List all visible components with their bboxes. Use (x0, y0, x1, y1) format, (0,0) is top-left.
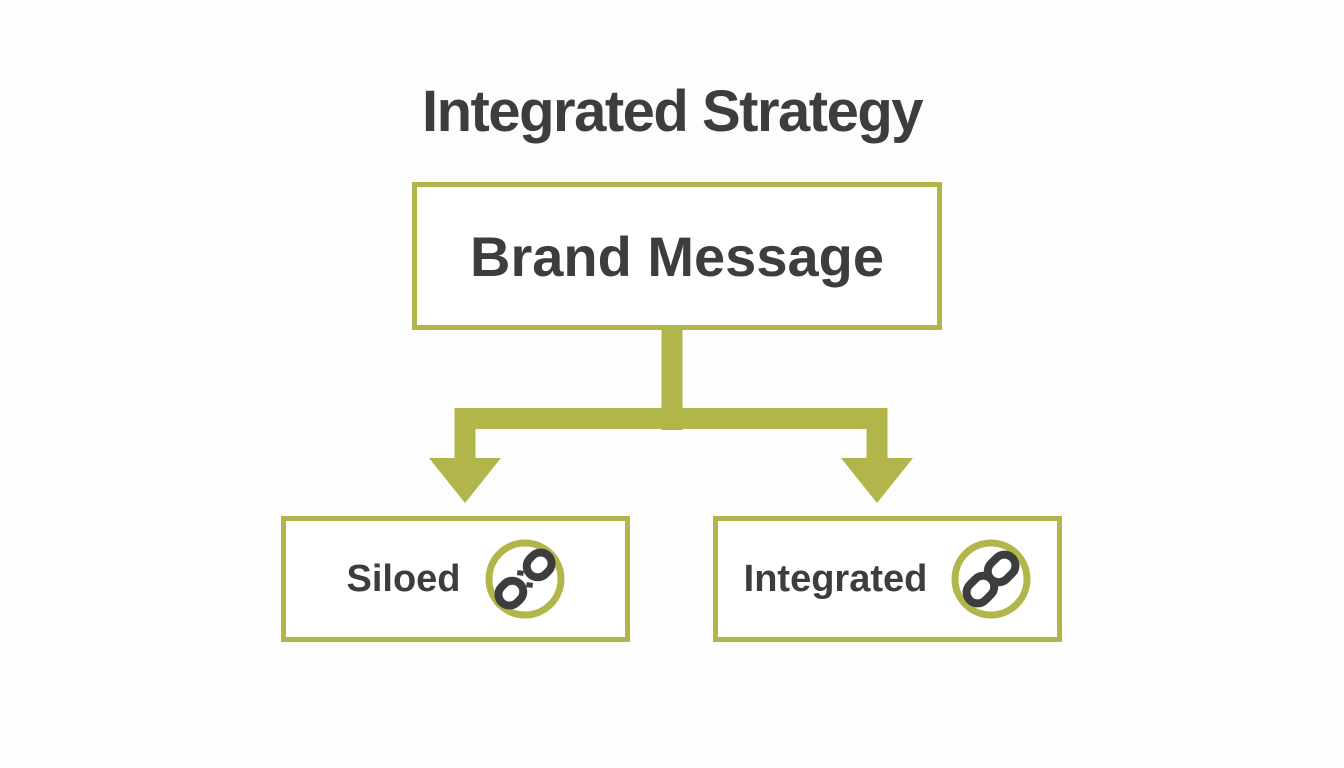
connector-bar (454, 408, 888, 462)
node-siloed-label: Siloed (346, 557, 461, 600)
node-integrated-label: Integrated (743, 557, 928, 600)
diagram-title: Integrated Strategy (421, 79, 924, 144)
node-siloed: Siloed (281, 516, 630, 642)
node-brand-message-label: Brand Message (470, 224, 884, 288)
arrowhead-right-icon (841, 458, 913, 503)
chain-glyph (962, 550, 1020, 608)
link-icon (951, 539, 1031, 619)
broken-link-icon (485, 539, 565, 619)
arrowhead-left-icon (429, 458, 501, 503)
broken-chain-glyph (493, 548, 556, 610)
node-brand-message: Brand Message (412, 182, 942, 330)
icon-ring (951, 539, 1031, 619)
icon-ring (485, 539, 565, 619)
node-integrated: Integrated (713, 516, 1062, 642)
